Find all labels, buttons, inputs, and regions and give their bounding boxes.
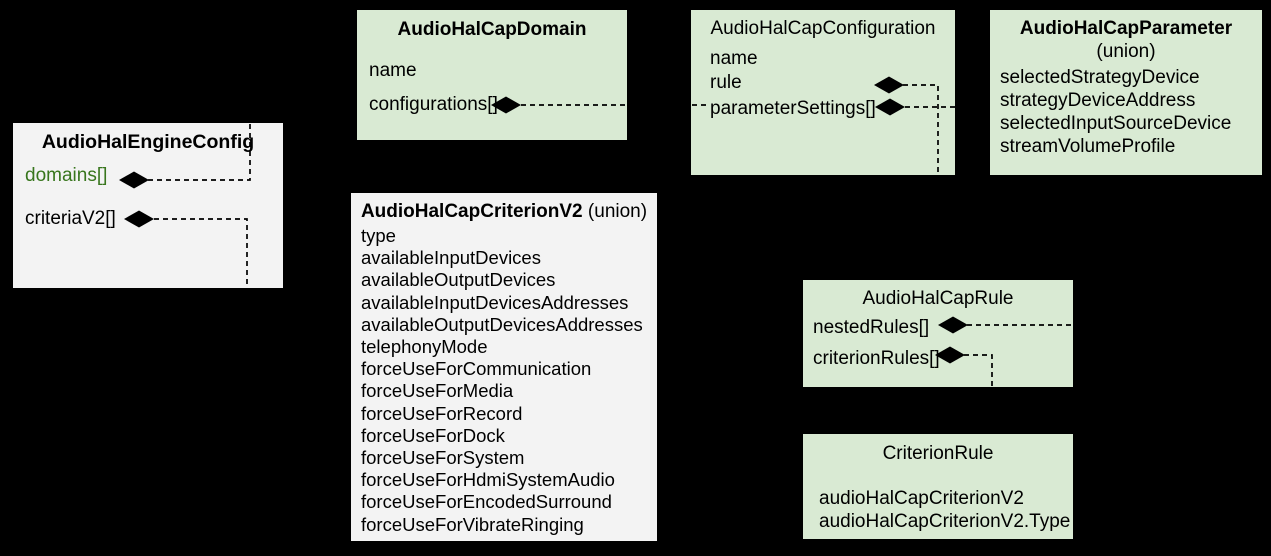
- field-label: forceUseForRecord: [361, 402, 523, 424]
- field-label: telephonyMode: [361, 336, 488, 358]
- field-configurations: configurations[]: [369, 94, 498, 115]
- class-title: AudioHalCapParameter: [1019, 18, 1233, 39]
- field-name: name: [710, 48, 758, 69]
- class-title-main: AudioHalCapCriterionV2: [360, 201, 583, 222]
- class-box-audiohalcapconfiguration: AudioHalCapConfiguration name rule param…: [691, 10, 955, 175]
- class-box-audiohalcaprule: AudioHalCapRule nestedRules[] criterionR…: [803, 280, 1073, 387]
- class-subtitle: (union): [1096, 41, 1156, 62]
- field-label: streamVolumeProfile: [1000, 136, 1176, 157]
- class-title: AudioHalCapCriterionV2 (union): [351, 202, 657, 222]
- field-label: availableInputDevicesAddresses: [361, 291, 629, 313]
- field-criteriav2: criteriaV2[]: [25, 208, 116, 229]
- field-label: availableOutputDevicesAddresses: [361, 313, 643, 335]
- field-label: type: [361, 225, 396, 246]
- field-label: audioHalCapCriterionV2.Type: [819, 510, 1071, 532]
- field-label: audioHalCapCriterionV2: [819, 488, 1024, 509]
- field-domains: domains[]: [25, 165, 108, 186]
- field-label: forceUseForHdmiSystemAudio: [361, 469, 615, 491]
- field-criterionrules: criterionRules[]: [813, 348, 940, 369]
- class-title: AudioHalCapRule: [862, 288, 1014, 309]
- field-label: forceUseForMedia: [361, 380, 514, 402]
- field-label: forceUseForVibrateRinging: [361, 513, 584, 535]
- field-label: selectedStrategyDevice: [1000, 67, 1200, 88]
- field-label: availableOutputDevices: [361, 269, 556, 291]
- field-label: strategyDeviceAddress: [1000, 90, 1196, 111]
- field-parametersettings: parameterSettings[]: [710, 98, 876, 119]
- field-label: forceUseForDock: [361, 424, 505, 446]
- field-label: availableInputDevices: [361, 247, 541, 269]
- field-label: forceUseForCommunication: [361, 358, 592, 380]
- class-box-audiohalcapdomain: AudioHalCapDomain name configurations[]: [357, 10, 627, 140]
- field-label: forceUseForEncodedSurround: [361, 491, 612, 513]
- field-rule: rule: [710, 72, 742, 93]
- field-label: forceUseForSystem: [361, 447, 525, 469]
- class-title: CriterionRule: [882, 443, 994, 464]
- field-label: selectedInputSourceDevice: [1000, 113, 1232, 134]
- class-box-audiohalengineconfig: AudioHalEngineConfig domains[] criteriaV…: [13, 123, 283, 288]
- class-title: AudioHalCapDomain: [397, 19, 587, 40]
- class-title: AudioHalEngineConfig: [41, 131, 255, 153]
- class-title-suffix: (union): [582, 201, 648, 222]
- field-nestedrules: nestedRules[]: [813, 317, 930, 338]
- field-name: name: [369, 60, 417, 81]
- class-title: AudioHalCapConfiguration: [710, 18, 936, 39]
- class-box-audiohalcapparameter: AudioHalCapParameter (union) selectedStr…: [990, 10, 1262, 175]
